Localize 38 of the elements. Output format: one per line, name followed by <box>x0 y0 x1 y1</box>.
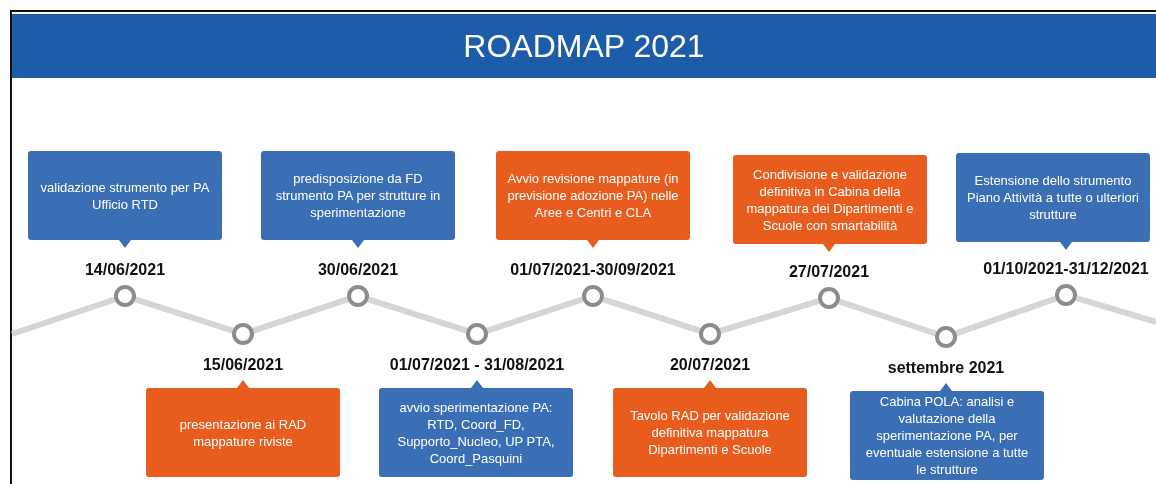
timeline-line <box>602 296 701 334</box>
callout-box: Tavolo RAD per validazione definitiva mappatura Dipartimenti e Scuole <box>613 388 807 477</box>
date-label: 30/06/2021 <box>317 261 399 279</box>
callout-box: Cabina POLA: analisi e valutazione della sperimentazione PA, per eventuale estensione a tutte le strutture <box>850 391 1044 480</box>
callout-box: avvio sperimentazione PA: RTD, Coord_FD, Supporto_Nucleo, UP PTA, Coord_Pasquini <box>379 388 573 477</box>
date-label: 20/07/2021 <box>669 356 751 374</box>
callout-box: Estensione dello strumento Piano Attività a tutte o ulteriori strutture <box>956 153 1150 242</box>
milestone-circle <box>935 326 957 348</box>
timeline-line <box>11 296 116 337</box>
callout-box: validazione strumento per PA Ufficio RTD <box>28 151 222 240</box>
timeline-line <box>367 296 468 334</box>
date-label: settembre 2021 <box>887 359 1005 377</box>
title-banner: ROADMAP 2021 <box>12 14 1156 78</box>
date-label: 01/07/2021-30/09/2021 <box>510 261 676 279</box>
timeline-line <box>486 296 584 334</box>
milestone-circle <box>1055 284 1077 306</box>
timeline-line <box>1075 295 1156 325</box>
milestone-circle <box>582 285 604 307</box>
timeline-line <box>838 298 937 337</box>
timeline-line <box>719 298 820 334</box>
milestone-circle <box>466 323 488 345</box>
milestone-circle <box>699 323 721 345</box>
milestone-circle <box>347 285 369 307</box>
timeline-line <box>252 296 349 334</box>
timeline-line <box>134 296 234 334</box>
date-label: 15/06/2021 <box>202 356 284 374</box>
callout-box: Avvio revisione mappature (in previsione adozione PA) nelle Aree e Centri e CLA <box>496 151 690 240</box>
date-label: 27/07/2021 <box>788 263 870 281</box>
callout-box: presentazione ai RAD mappature riviste <box>146 388 340 477</box>
milestone-circle <box>114 285 136 307</box>
milestone-circle <box>232 323 254 345</box>
callout-box: predisposizione da FD strumento PA per strutture in sperimentazione <box>261 151 455 240</box>
callout-box: Condivisione e validazione definitiva in Cabina della mappatura dei Dipartimenti e Scuole con smartabilità <box>733 155 927 244</box>
milestone-circle <box>818 287 840 309</box>
date-label: 14/06/2021 <box>84 261 166 279</box>
date-label: 01/10/2021-31/12/2021 <box>983 260 1149 278</box>
timeline-line <box>955 295 1057 337</box>
date-label: 01/07/2021 - 31/08/2021 <box>389 356 565 374</box>
